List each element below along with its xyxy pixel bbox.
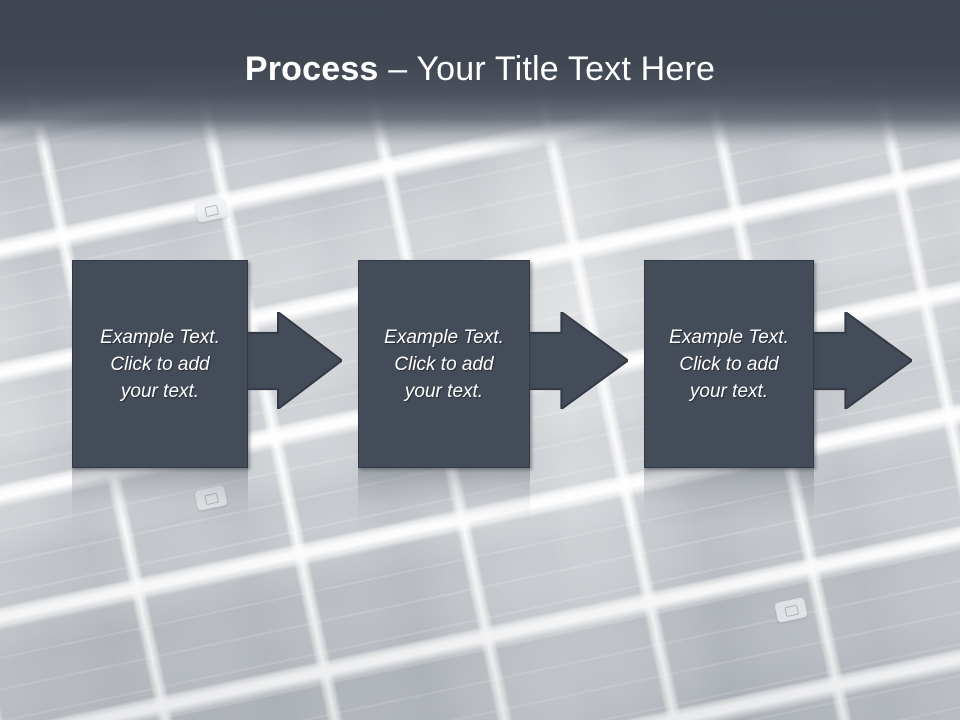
process-step-text[interactable]: Example Text. Click to add your text.	[669, 326, 789, 402]
process-step-text[interactable]: Example Text. Click to add your text.	[384, 326, 504, 402]
process-step-box[interactable]: Example Text. Click to add your text.	[358, 260, 530, 468]
process-arrow-icon	[808, 312, 912, 409]
title-band	[0, 0, 960, 152]
process-step-box[interactable]: Example Text. Click to add your text.	[644, 260, 814, 468]
step-box-reflection	[358, 468, 530, 526]
process-arrow-icon	[524, 312, 628, 409]
step-box-reflection	[644, 468, 814, 526]
title-rest-part: Your Title Text Here	[416, 50, 716, 88]
process-step-box[interactable]: Example Text. Click to add your text.	[72, 260, 248, 468]
process-step-text[interactable]: Example Text. Click to add your text.	[100, 326, 220, 402]
process-arrow-icon	[242, 312, 342, 409]
step-box-reflection	[72, 468, 248, 526]
title-strong-part: Process	[244, 50, 379, 88]
page-title: Process – Your Title Text Here	[0, 48, 960, 90]
title-separator: –	[378, 50, 417, 88]
